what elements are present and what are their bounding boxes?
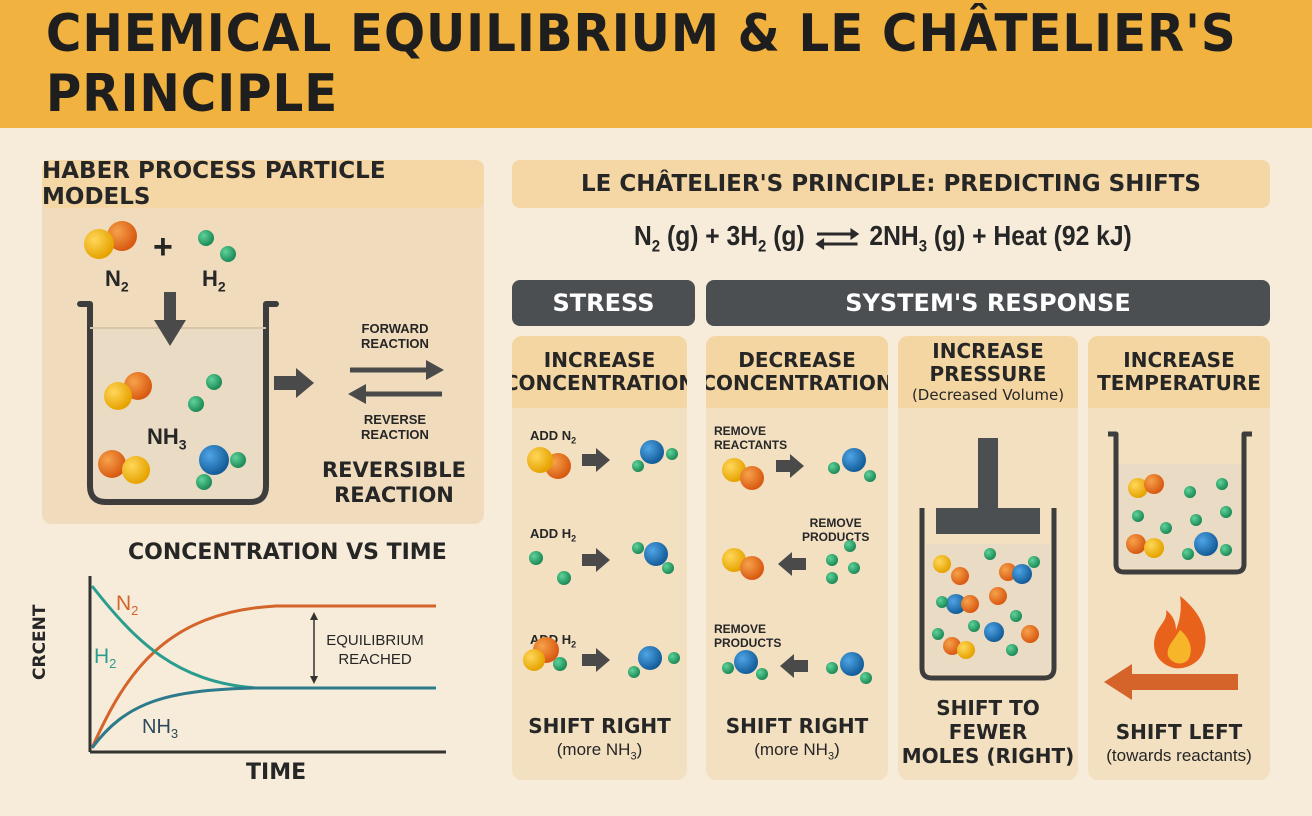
n2-curve-label: N2 [116, 592, 139, 619]
nh3-label: NH3 [147, 424, 187, 453]
column-1-diagrams [523, 440, 680, 678]
add-h2-label-1: ADD H2 [530, 526, 577, 544]
add-n2-label: ADD N2 [530, 428, 577, 446]
column-increase-concentration: INCREASE CONCENTRATION ADD N2 ADD H2 ADD… [512, 336, 687, 780]
concentration-graph [88, 576, 446, 754]
left-arrow-icon [1104, 664, 1238, 700]
title-banner: CHEMICAL EQUILIBRIUM & LE CHÂTELIER'S PR… [0, 0, 1312, 128]
down-arrow-icon [154, 292, 186, 346]
n2-molecule-icon [84, 221, 137, 259]
column-1-result: SHIFT RIGHT (more NH3) [528, 713, 671, 762]
beaker-particles [98, 372, 246, 490]
column-4-diagrams [1104, 431, 1252, 700]
column-4-title: INCREASE TEMPERATURE [1088, 336, 1270, 408]
graph-ylabel: CRCENT [30, 604, 50, 680]
reaction-equation: N2 (g) + 3H2 (g) 2NH3 (g) + Heat (92 kJ) [634, 220, 1132, 256]
column-increase-pressure: INCREASE PRESSURE (Decreased Volume) SHI… [898, 336, 1078, 780]
n2-label: N2 [105, 266, 129, 295]
column-2-title: DECREASE CONCENTRATION [706, 336, 888, 408]
piston-cylinder-icon [919, 438, 1057, 681]
nh3-curve [90, 686, 436, 749]
haber-heading: HABER PROCESS PARTICLE MODELS [42, 158, 484, 210]
column-4-result: SHIFT LEFT (towards reactants) [1106, 720, 1252, 765]
haber-illustration [77, 221, 444, 505]
graph-title: CONCENTRATION VS TIME [128, 540, 447, 565]
right-arrow-icon [274, 368, 314, 398]
column-3-result: SHIFT TO FEWER MOLES (RIGHT) [901, 696, 1075, 768]
small-beaker-icon [1108, 431, 1252, 575]
column-1-title: INCREASE CONCENTRATION [512, 336, 687, 408]
stress-header: STRESS [512, 280, 695, 326]
column-2-diagrams [722, 448, 876, 684]
n2-curve [90, 604, 436, 749]
nh3-curve-label: NH3 [142, 716, 179, 741]
principle-heading: LE CHÂTELIER'S PRINCIPLE: PREDICTING SHI… [512, 160, 1270, 208]
column-3-title: INCREASE PRESSURE (Decreased Volume) [898, 336, 1078, 408]
h2-molecule-icon [198, 230, 236, 262]
response-header: SYSTEM'S RESPONSE [706, 280, 1270, 326]
page-title: CHEMICAL EQUILIBRIUM & LE CHÂTELIER'S PR… [45, 4, 1237, 124]
flame-icon [1154, 596, 1206, 669]
graph-axes [88, 576, 446, 754]
graph-xlabel: TIME [246, 760, 307, 785]
column-increase-temperature: INCREASE TEMPERATURE SHIFT LEFT (towards… [1088, 336, 1270, 780]
equilibrium-bracket [310, 612, 318, 684]
column-2-result: SHIFT RIGHT (more NH3) [725, 713, 869, 762]
beaker-icon [77, 301, 279, 505]
equilibrium-arrow-icon [812, 226, 863, 250]
equilibrium-arrows-icon [348, 360, 444, 404]
h2-curve [90, 585, 436, 690]
plus-sign: + [153, 228, 173, 266]
h2-curve-label: H2 [94, 645, 117, 672]
h2-label: H2 [202, 266, 226, 295]
